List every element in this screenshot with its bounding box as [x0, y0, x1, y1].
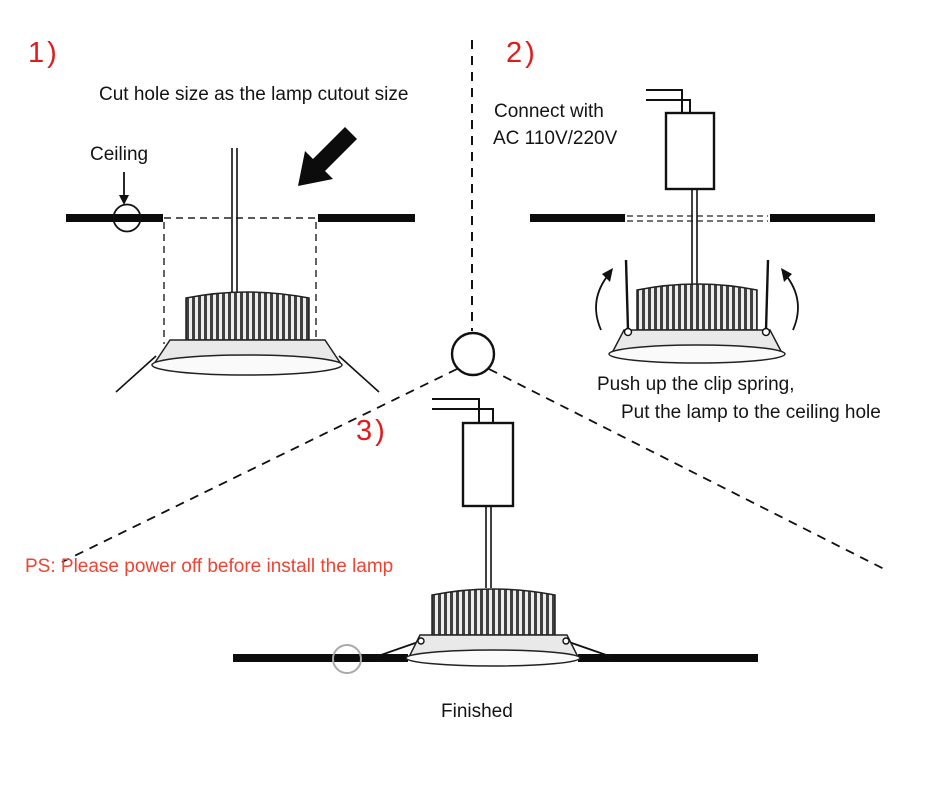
- step1-number: 1): [28, 37, 60, 69]
- lamp-face: [151, 354, 343, 376]
- downlight-step1: [115, 148, 380, 393]
- clip-spring-right: [565, 640, 613, 658]
- ceiling-pointer-arrowhead-icon: [119, 195, 129, 205]
- ac-wire-2: [646, 99, 691, 113]
- clip-pivot-left: [623, 327, 633, 337]
- divider-right-diagonal-dashed-line: [488, 368, 889, 572]
- ceiling-board-left: [66, 214, 163, 222]
- junction-circle: [450, 331, 496, 377]
- ceiling-board-left: [530, 214, 625, 222]
- step3-diagram: [233, 398, 758, 674]
- power-off-warning: PS: Please power off before install the …: [25, 556, 394, 577]
- section-divider: [61, 40, 889, 572]
- step2-note-line1: Push up the clip spring,: [597, 374, 795, 395]
- step2-caption-line1: Connect with: [494, 101, 604, 122]
- ac-wire-2: [432, 408, 494, 423]
- ceiling-highlight-ring: [112, 203, 142, 233]
- cutout-arrow-icon: [298, 127, 357, 186]
- rotate-arrowhead-left-icon: [602, 268, 613, 282]
- clip-pivot-left: [417, 637, 425, 645]
- rotate-arrow-left: [595, 273, 610, 331]
- ceiling-board-left: [233, 654, 408, 662]
- clip-spring-right: [764, 259, 770, 331]
- ceiling-label: Ceiling: [90, 144, 149, 165]
- ac-wire-1: [646, 89, 683, 113]
- ac-wire-1: [432, 398, 480, 423]
- ceiling-board-right: [318, 214, 415, 222]
- ceiling-board-right: [770, 214, 875, 222]
- lamp-heatsink: [185, 291, 310, 341]
- clip-spring-left: [115, 355, 157, 393]
- rotate-arrowhead-right-icon: [781, 268, 792, 282]
- clip-pivot-right: [761, 327, 771, 337]
- step2-number: 2): [506, 37, 538, 69]
- ceiling-board-right: [578, 654, 758, 662]
- step2-caption-line2: AC 110V/220V: [493, 128, 618, 149]
- lamp-face: [608, 344, 786, 364]
- led-driver-box: [461, 421, 515, 508]
- step2-diagram: [530, 89, 875, 364]
- clip-spring-left: [374, 640, 422, 658]
- step1-diagram: [66, 127, 415, 393]
- downlight-step3: [405, 588, 581, 667]
- clip-spring-right: [338, 355, 380, 393]
- ceiling-detail-ring: [332, 644, 362, 674]
- lamp-heatsink: [431, 588, 556, 636]
- clip-pivot-right: [562, 637, 570, 645]
- lamp-face: [405, 649, 581, 667]
- finished-label: Finished: [441, 701, 513, 722]
- step1-caption: Cut hole size as the lamp cutout size: [99, 84, 409, 105]
- downlight-step2: [608, 283, 786, 364]
- step3-number: 3): [356, 415, 388, 447]
- divider-left-diagonal-dashed-line: [61, 368, 458, 563]
- led-driver-box: [664, 111, 716, 191]
- rotate-arrow-right: [784, 273, 799, 331]
- clip-spring-left: [624, 259, 630, 331]
- step2-note-line2: Put the lamp to the ceiling hole: [621, 402, 881, 423]
- lamp-heatsink: [636, 283, 758, 331]
